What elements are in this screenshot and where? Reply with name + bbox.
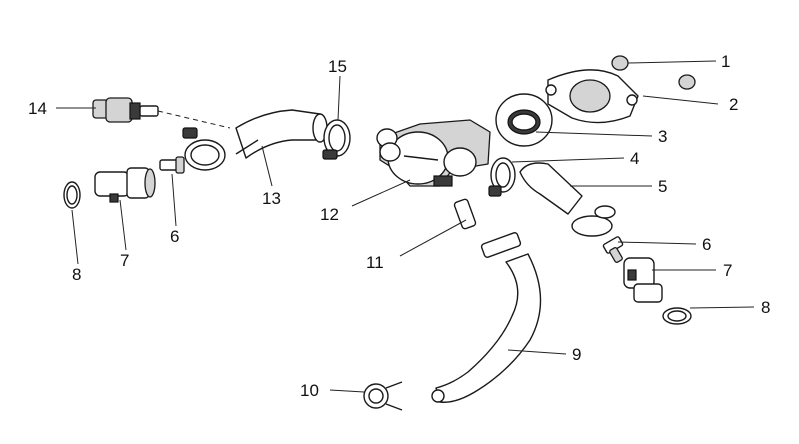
part-6-screw-right xyxy=(602,236,624,263)
part-5-right-hose xyxy=(519,162,616,237)
callout-4: 4 xyxy=(630,149,639,168)
part-8-o-ring-left xyxy=(63,181,81,209)
part-8-o-ring-right xyxy=(662,307,692,325)
callout-7-left: 7 xyxy=(120,251,129,270)
callout-3: 3 xyxy=(658,127,667,146)
part-2-thermostat-cover xyxy=(545,69,639,124)
part-small-hose-clamp xyxy=(480,232,522,258)
part-7-bleeder-valve-left xyxy=(94,167,156,203)
part-11-connector xyxy=(453,198,477,230)
callout-15: 15 xyxy=(328,57,347,76)
part-3-thermostat xyxy=(495,93,553,147)
part-6-screw-left xyxy=(159,156,185,174)
callout-8-left: 8 xyxy=(72,265,81,284)
callout-1: 1 xyxy=(721,52,730,71)
part-4-hose-clamp xyxy=(488,157,516,197)
part-9-lower-hose xyxy=(431,253,542,403)
callout-13: 13 xyxy=(262,189,281,208)
leader-lines xyxy=(56,60,755,393)
callout-10: 10 xyxy=(300,381,319,400)
callout-2: 2 xyxy=(729,95,738,114)
callout-6-left: 6 xyxy=(170,227,179,246)
callout-11: 11 xyxy=(366,253,384,272)
part-12-thermostat-housing xyxy=(376,119,491,187)
part-1-screws xyxy=(611,55,696,90)
part-15-hose-clamp xyxy=(322,119,351,160)
callout-7-right: 7 xyxy=(723,261,732,280)
part-14-temperature-sensor xyxy=(92,97,231,129)
part-13-upper-hose xyxy=(235,109,328,159)
callout-6-right: 6 xyxy=(702,235,711,254)
part-hose-clamp-left xyxy=(182,127,226,171)
callout-labels: 1 2 3 4 5 6 7 8 9 10 11 12 13 14 15 6 7 … xyxy=(28,52,770,400)
callout-8-right: 8 xyxy=(761,298,770,317)
part-10-spring-clamp xyxy=(363,381,403,411)
callout-14: 14 xyxy=(28,99,47,118)
callout-5: 5 xyxy=(658,177,667,196)
callout-9: 9 xyxy=(572,345,581,364)
callout-12: 12 xyxy=(320,205,339,224)
part-7-bleeder-valve-right xyxy=(623,257,663,303)
